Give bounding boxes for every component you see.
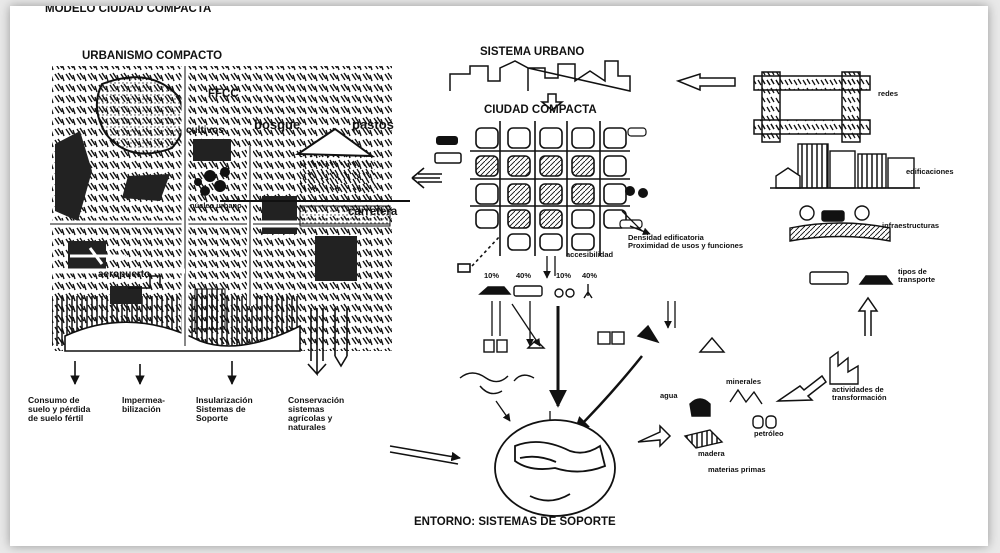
- accesibilidad-label: accesibilidad: [566, 250, 614, 259]
- modal-split-walk: 40%: [582, 271, 598, 280]
- modal-split-bus: 40%: [516, 271, 532, 280]
- cultivos-label: cultivos: [186, 125, 224, 136]
- transporte-icons: [809, 271, 894, 285]
- pastos-label: pastos: [352, 117, 394, 132]
- minerales-label: minerales: [726, 377, 762, 386]
- landscape-map: [50, 66, 410, 352]
- edificaciones-buildings: [770, 143, 920, 189]
- sistema-urbano-skyline: [449, 60, 631, 111]
- ciudad-compacta-grid: [457, 121, 630, 273]
- petroleo-label: petróleo: [754, 429, 784, 438]
- sistema-urbano-label: SISTEMA URBANO: [480, 46, 585, 58]
- materias-primas-label: materias primas: [708, 465, 766, 474]
- right-flow-arrows: [637, 72, 879, 448]
- entorno-label: ENTORNO: SISTEMAS DE SOPORTE: [414, 516, 616, 528]
- edificaciones-label: edificaciones: [906, 167, 954, 176]
- nucleo-urbano-label: núcleo urbano: [190, 201, 242, 210]
- left-down-arrows: [70, 167, 461, 465]
- sketch-drawing: [50, 60, 920, 517]
- consequence-insularizacion: Insularización Sistemas de Soporte: [196, 395, 253, 423]
- agua-label: agua: [660, 391, 678, 400]
- ciudad-compacta-label: CIUDAD COMPACTA: [484, 104, 597, 116]
- bosque-label: bosque: [254, 117, 301, 132]
- diagram-title: MODELO CIUDAD COMPACTA: [45, 6, 212, 15]
- center-flow-arrows: [491, 210, 676, 433]
- modal-split-icons: [478, 284, 593, 299]
- actividades-label: actividades de transformación: [832, 385, 887, 402]
- diagram-sheet: MODELO CIUDAD COMPACTA URBANISMO COMPACT…: [10, 6, 988, 546]
- tipos-transporte-label: tipos de transporte: [898, 267, 936, 284]
- ffcc-label: FFCC: [208, 88, 239, 100]
- madera-label: madera: [698, 449, 725, 458]
- modal-split-bike: 10%: [556, 271, 572, 280]
- infraestructuras-label: infraestructuras: [882, 221, 940, 230]
- urbanismo-compacto-heading: URBANISMO COMPACTO: [82, 50, 223, 62]
- carretera-label: carretera: [348, 206, 398, 218]
- aeropuerto-label: aeropuerto: [98, 269, 151, 280]
- resources-icons: [597, 324, 859, 449]
- redes-grid: [753, 71, 871, 143]
- redes-label: redes: [878, 89, 899, 98]
- city-vehicles: [434, 127, 648, 229]
- infraestructuras-icons: [789, 205, 891, 242]
- consequence-conservacion: Conservación sistemas agrícolas y natura…: [288, 395, 345, 432]
- consequence-impermeabilizacion: Impermea- bilización: [122, 395, 165, 414]
- emission-icons: [459, 339, 546, 395]
- consequence-consumo-suelo: Consumo de suelo y pérdida de suelo fért…: [28, 395, 91, 423]
- modal-split-car: 10%: [484, 271, 500, 280]
- densidad-label: Densidad edificatoria Proximidad de usos…: [628, 233, 744, 250]
- earth-globe: [494, 419, 616, 517]
